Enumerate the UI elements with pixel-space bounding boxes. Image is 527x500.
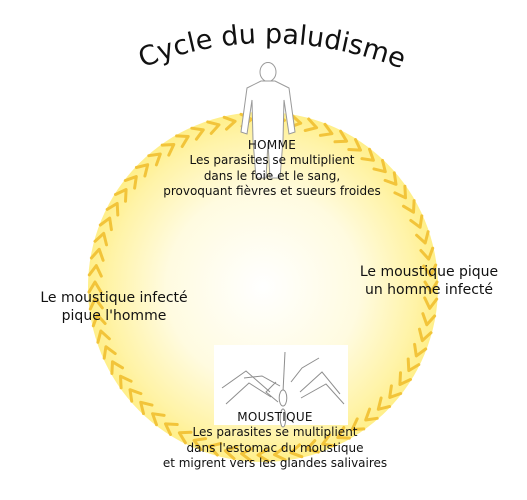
cycle-chevron-arrow [383, 171, 398, 186]
cycle-chevron-arrow [360, 147, 375, 162]
moustique-stage-label: MOUSTIQUE Les parasites se multiplient d… [140, 410, 410, 471]
left-transition-line-1: Le moustique infecté [40, 290, 188, 306]
cycle-chevron-arrow [289, 443, 304, 459]
cycle-chevron-arrow [423, 296, 439, 310]
cycle-chevron-arrow [421, 312, 437, 327]
cycle-chevron-arrow [160, 143, 176, 157]
right-transition-line-1: Le moustique pique [359, 264, 499, 280]
cycle-chevron-arrow [419, 246, 435, 261]
cycle-chevron-arrow [147, 152, 162, 167]
moustique-line-3: et migrent vers les glandes salivaires [162, 456, 388, 471]
cycle-chevron-arrow [123, 175, 138, 190]
cycle-chevron-arrow [318, 122, 334, 137]
left-transition-line-2: pique l'homme [61, 307, 167, 324]
homme-stage-label: HOMME Les parasites se multiplient dans … [142, 138, 402, 199]
cycle-chevron-arrow [372, 158, 387, 174]
cycle-chevron-arrow [88, 297, 104, 311]
cycle-chevron-arrow [164, 422, 179, 436]
cycle-chevron-arrow [87, 264, 103, 278]
cycle-chevron-arrow [333, 129, 349, 144]
cycle-chevron-arrow [114, 188, 128, 203]
cycle-chevron-arrow [406, 357, 421, 373]
mosquito-icon [214, 345, 348, 428]
cycle-chevron-arrow [347, 138, 362, 152]
cycle-chevron-arrow [303, 117, 319, 132]
cycle-chevron-arrow [98, 216, 113, 232]
cycle-chevron-arrow [91, 313, 107, 328]
cycle-chevron-arrow [321, 433, 336, 448]
cycle-chevron-arrow [175, 134, 190, 148]
cycle-chevron-arrow [256, 447, 270, 463]
cycle-chevron-arrow [96, 329, 111, 344]
cycle-chevron-arrow [415, 230, 430, 245]
cycle-chevron-arrow [364, 407, 379, 422]
cycle-chevron-arrow [119, 374, 133, 390]
left-transition-label: Le moustique infecté pique l'homme [14, 290, 214, 326]
moustique-line-2: dans l'estomac du moustique [186, 440, 364, 455]
cycle-chevron-arrow [273, 446, 287, 462]
cycle-chevron-arrow [139, 400, 154, 416]
homme-line-2: dans le foie et le sang, [203, 168, 341, 183]
cycle-chevron-arrow [190, 126, 205, 141]
homme-line-1: Les parasites se multiplient [189, 153, 355, 168]
human-silhouette-icon [240, 62, 296, 179]
cycle-chevron-arrow [93, 231, 108, 247]
right-transition-label: Le moustique pique un homme infecté [334, 264, 524, 300]
cycle-chevron-arrow [422, 263, 438, 277]
cycle-chevron-arrow [207, 442, 223, 457]
cycle-circle [88, 112, 438, 462]
cycle-chevron-arrow [409, 214, 424, 229]
right-transition-line-2: un homme infecté [364, 281, 494, 298]
homme-line-3: provoquant fièvres et sueurs froides [163, 184, 381, 199]
cycle-chevron-arrow [336, 426, 351, 440]
cycle-chevron-arrow [151, 412, 166, 427]
cycle-chevron-arrow [398, 371, 412, 386]
cycle-chevron-arrow [192, 437, 208, 452]
moustique-line-1: Les parasites se multiplient [192, 425, 358, 440]
cycle-chevron-arrow [105, 201, 120, 217]
cycle-chevron-arrow [87, 280, 103, 294]
cycle-chevron-arrow [206, 120, 221, 135]
cycle-chevron-arrow [89, 247, 105, 262]
cycle-arrow-chevrons [87, 111, 439, 463]
cycle-chevron-arrow [305, 439, 320, 454]
cycle-chevron-arrow [128, 388, 143, 403]
moustique-heading: MOUSTIQUE [237, 410, 313, 424]
cycle-chevron-arrow [388, 384, 403, 399]
cycle-chevron-arrow [223, 445, 238, 461]
cycle-chevron-arrow [110, 360, 124, 375]
cycle-chevron-arrow [413, 342, 428, 358]
cycle-chevron-arrow [376, 396, 392, 411]
cycle-chevron-arrow [393, 184, 407, 200]
cycle-chevron-arrow [418, 327, 433, 343]
cycle-chevron-arrow [222, 115, 237, 131]
cycle-chevron-arrow [102, 345, 117, 360]
cycle-chevron-arrow [240, 447, 254, 463]
cycle-chevron-arrow [177, 430, 193, 445]
homme-heading: HOMME [247, 138, 297, 152]
cycle-chevron-arrow [423, 280, 439, 294]
cycle-chevron-arrow [134, 163, 150, 178]
cycle-chevron-arrow [402, 199, 416, 214]
cycle-chevron-arrow [350, 417, 366, 431]
